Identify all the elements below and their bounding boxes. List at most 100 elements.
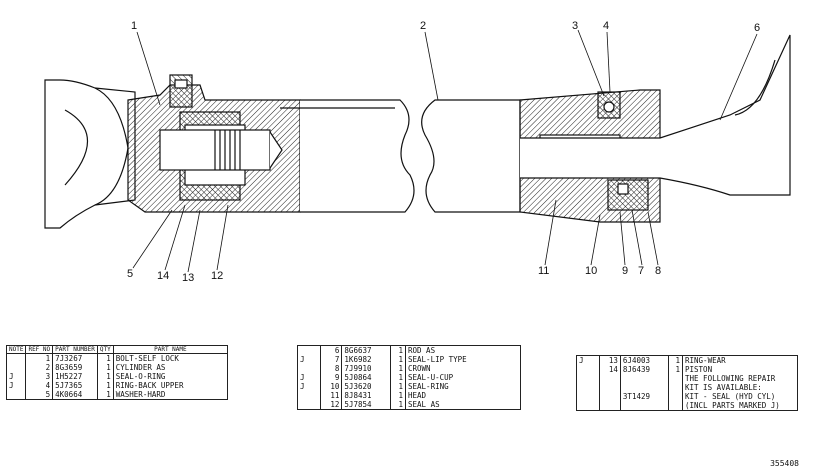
cell-name: SEAL-LIP TYPE — [405, 355, 521, 364]
cell-note — [7, 363, 26, 372]
cell-ref — [599, 392, 621, 401]
cell-qty: 1 — [390, 364, 406, 373]
cell-qty: 1 — [390, 382, 406, 391]
cell-ref: 14 — [599, 365, 621, 374]
callout-4: 4 — [603, 20, 610, 32]
cell-name: KIT - SEAL (HYD CYL) — [682, 392, 798, 401]
cell-qty: 1 — [96, 353, 114, 363]
cell-qty: 1 — [96, 372, 114, 381]
cell-note — [298, 346, 321, 356]
leader-lines — [132, 29, 758, 273]
table-header-row: NOTE REF NO PART NUMBER QTY PART NAME — [6, 345, 228, 354]
cell-name: KIT IS AVAILABLE: — [682, 383, 798, 392]
cell-qty: 1 — [390, 355, 406, 364]
cell-ref: 5 — [25, 390, 53, 400]
callout-1: 1 — [131, 20, 138, 32]
cell-name: THE FOLLOWING REPAIR — [682, 374, 798, 383]
cell-qty: 1 — [390, 345, 406, 355]
cell-name: RING-BACK UPPER — [112, 381, 228, 390]
cell-qty: 1 — [96, 363, 114, 372]
cell-part: 5J3620 — [341, 382, 391, 391]
cell-ref: 2 — [25, 363, 53, 372]
cell-part: 8J6439 — [619, 365, 669, 374]
callout-9: 9 — [622, 265, 629, 277]
cell-qty: 1 — [390, 373, 406, 382]
callout-5: 5 — [127, 268, 134, 280]
cell-note — [577, 383, 600, 392]
cell-qty: 1 — [390, 391, 406, 400]
cell-ref: 4 — [25, 381, 53, 390]
callout-2: 2 — [420, 20, 427, 32]
cell-part — [619, 374, 669, 383]
cell-ref — [599, 401, 621, 411]
cell-part: 1K6982 — [341, 355, 391, 364]
cell-ref: 12 — [319, 400, 342, 410]
table-row: THE FOLLOWING REPAIR — [577, 374, 798, 383]
cell-ref: 10 — [319, 382, 342, 391]
callout-13: 13 — [182, 272, 195, 284]
cell-note — [298, 364, 321, 373]
cell-qty — [667, 401, 683, 411]
col-qty: QTY — [96, 345, 114, 354]
col-part-name: PART NAME — [112, 345, 228, 354]
callout-10: 10 — [585, 265, 598, 277]
cell-qty: 1 — [390, 400, 406, 410]
cell-qty — [667, 374, 683, 383]
cell-ref: 7 — [319, 355, 342, 364]
cell-name: SEAL-U-CUP — [405, 373, 521, 382]
cell-note — [577, 401, 600, 411]
cell-part: 5J0864 — [341, 373, 391, 382]
cell-name: RING-WEAR — [682, 355, 798, 365]
col-part-number: PART NUMBER — [52, 345, 98, 354]
cell-name: SEAL-RING — [405, 382, 521, 391]
cell-ref — [599, 374, 621, 383]
table-row: (INCL PARTS MARKED J) — [577, 401, 798, 411]
cell-part — [619, 401, 669, 411]
cell-qty: 1 — [96, 381, 114, 390]
cylinder-tube-right — [421, 99, 521, 213]
cell-ref: 11 — [319, 391, 342, 400]
cell-qty — [667, 392, 683, 401]
cell-note: J — [300, 382, 305, 391]
callout-6: 6 — [754, 22, 761, 34]
cell-part: 7J3267 — [52, 353, 98, 363]
cell-qty: 1 — [667, 365, 683, 374]
cylinder-tube-left — [300, 99, 415, 213]
callout-11: 11 — [538, 265, 550, 277]
cell-note — [7, 354, 26, 364]
cell-name: ROD AS — [405, 345, 521, 355]
document-id: 355408 — [770, 459, 799, 468]
cell-note — [7, 390, 26, 400]
cell-note — [577, 374, 600, 383]
cell-part: 4K0664 — [52, 390, 98, 400]
cell-part: 6J4003 — [619, 355, 669, 365]
cell-note: J — [9, 381, 14, 390]
cell-note: J — [300, 355, 305, 364]
cell-ref: 6 — [319, 345, 342, 355]
cell-qty: 1 — [96, 390, 114, 400]
cell-name: SEAL-O-RING — [112, 372, 228, 381]
cell-ref — [599, 383, 621, 392]
cell-part: 3T1429 — [619, 392, 669, 401]
cell-part — [619, 383, 669, 392]
callout-14: 14 — [157, 270, 170, 282]
callout-12: 12 — [211, 270, 224, 282]
cell-ref: 9 — [319, 373, 342, 382]
cell-ref: 3 — [25, 372, 53, 381]
cell-ref: 8 — [319, 364, 342, 373]
piston-rod — [520, 34, 791, 196]
cell-name: SEAL AS — [405, 400, 521, 410]
